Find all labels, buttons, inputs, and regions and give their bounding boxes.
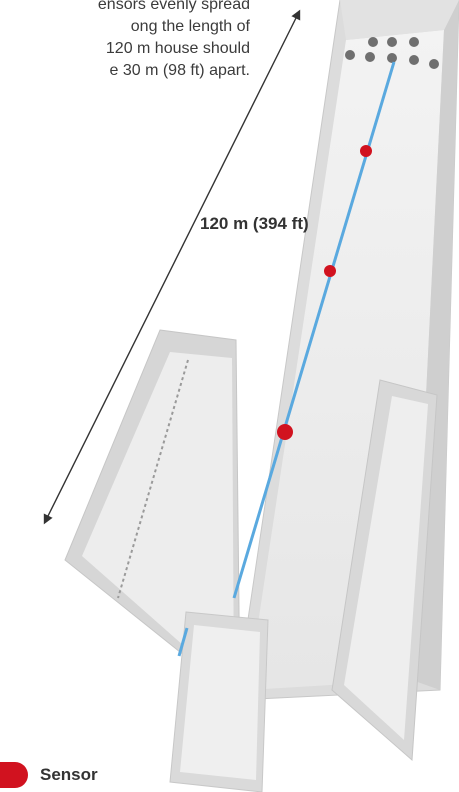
annex-pipe	[177, 627, 189, 657]
fan	[368, 37, 378, 47]
caption-line: ong the length of	[130, 18, 250, 35]
fan	[409, 37, 419, 47]
caption-line: ensors evenly spread	[97, 0, 250, 13]
caption-line: 120 m house should	[105, 40, 250, 57]
fan	[365, 52, 375, 62]
lower-right-wing-floor	[344, 396, 428, 740]
annex-floor	[180, 625, 260, 780]
fan	[409, 55, 419, 65]
legend: Sensor	[0, 762, 98, 788]
sensor-legend-swatch	[0, 762, 28, 788]
legend-label: Sensor	[40, 765, 98, 784]
fan	[387, 53, 397, 63]
fan	[345, 50, 355, 60]
entrance-annex	[169, 611, 269, 792]
fan	[387, 37, 397, 47]
dimension-label: 120 m (394 ft)	[200, 214, 309, 233]
caption-text: ensors evenly spread ong the length of 1…	[60, 0, 250, 82]
exhaust-fans	[345, 37, 439, 69]
fan	[429, 59, 439, 69]
sensor-dot	[324, 265, 336, 277]
dimension-arrow	[43, 9, 301, 525]
divider-line	[117, 359, 189, 599]
sensor-dot	[360, 145, 372, 157]
sensor-dot	[277, 424, 293, 440]
caption-line: e 30 m (98 ft) apart.	[109, 62, 250, 79]
main-house-end-wall	[340, 0, 459, 40]
